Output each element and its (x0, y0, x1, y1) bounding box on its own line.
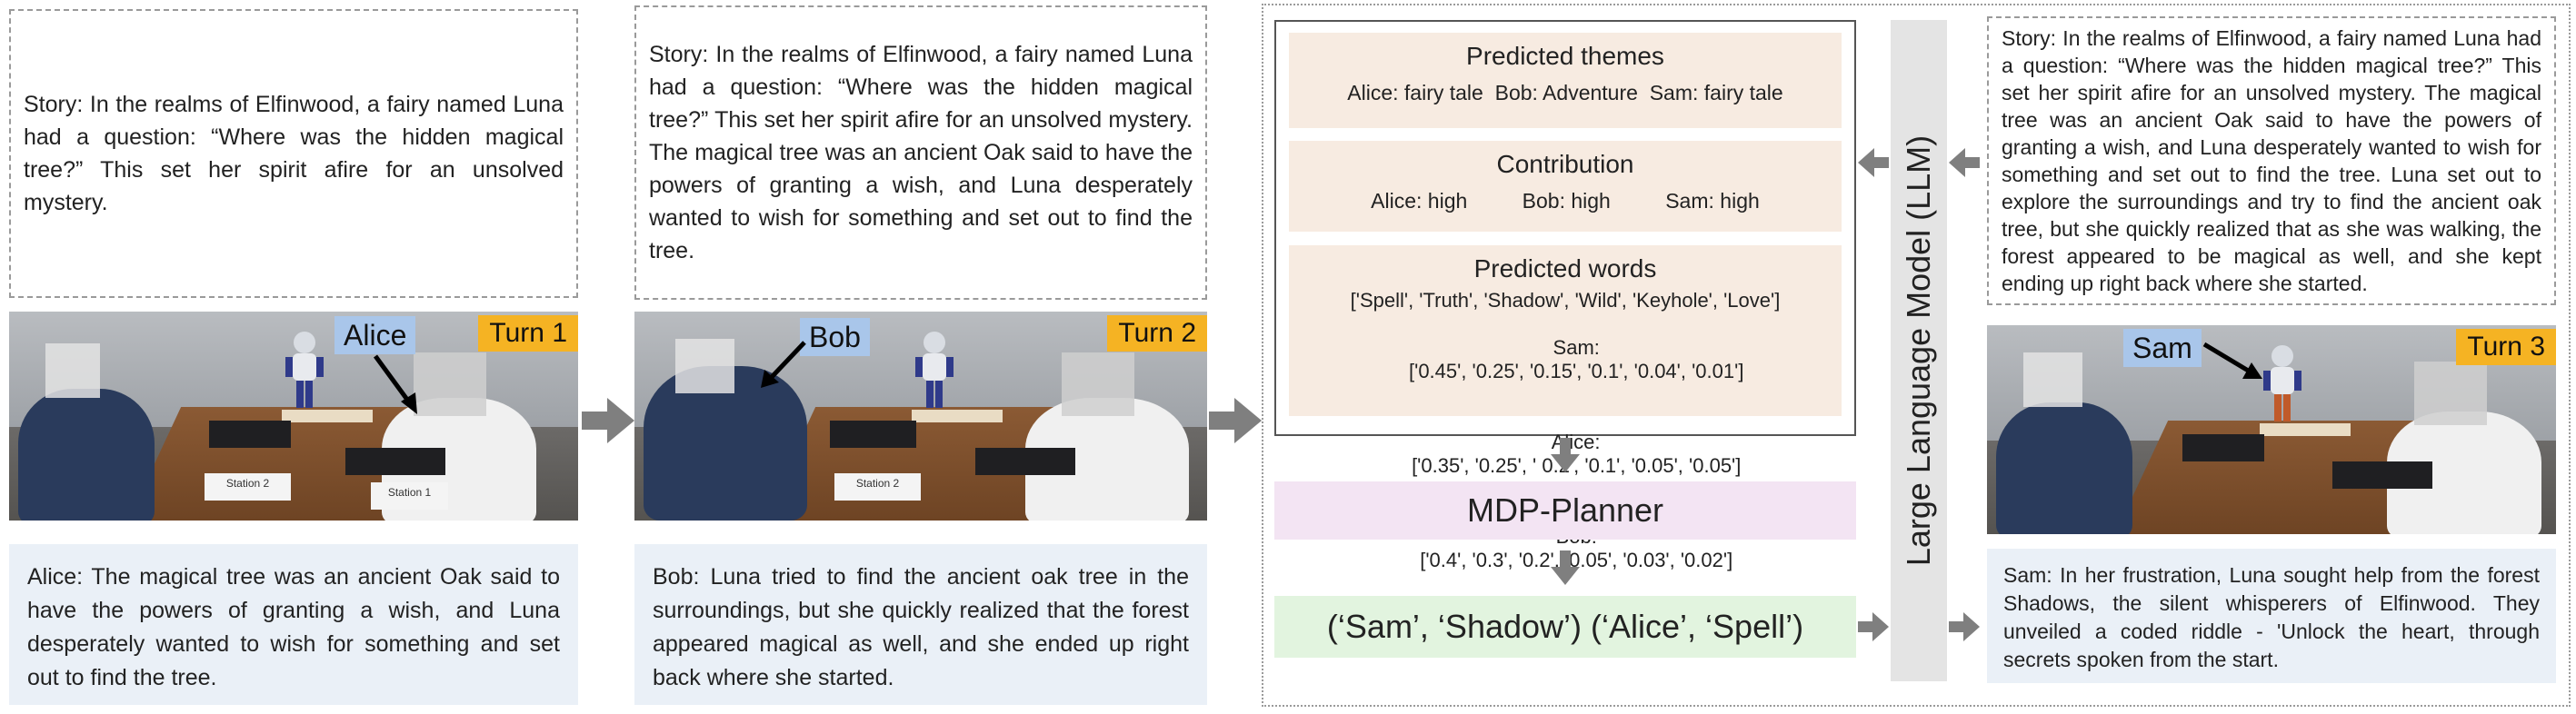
scene-photo-1: Station 2 Station 1 Alice Turn 1 (9, 312, 578, 521)
station-label: Station 2 (834, 473, 921, 501)
story-text-1: Story: In the realms of Elfinwood, a fai… (24, 92, 564, 215)
arrow-llm-to-panel (1858, 148, 1889, 177)
turn-badge: Turn 1 (478, 315, 578, 352)
arrow-llm-to-sam (1949, 612, 1980, 641)
contribution-panel: Contribution Alice: high Bob: high Sam: … (1289, 141, 1842, 232)
down-arrow-2 (1551, 550, 1580, 585)
arrow-story-to-llm (1949, 148, 1980, 177)
station-label: Station 1 (371, 482, 448, 510)
contribution-title: Contribution (1496, 150, 1634, 178)
pointer-arrow (373, 354, 417, 414)
arrow-to-llm (1858, 612, 1889, 641)
story-text-2: Story: In the realms of Elfinwood, a fai… (649, 42, 1193, 263)
face-blur (2023, 352, 2082, 407)
themes-title: Predicted themes (1466, 42, 1664, 70)
words-header: ['Spell', 'Truth', 'Shadow', 'Wild', 'Ke… (1350, 289, 1781, 312)
theme-sam: Sam: fairy tale (1649, 81, 1783, 104)
utterance-bob: Bob: Luna tried to find the ancient oak … (634, 544, 1207, 705)
prediction-frame (1274, 20, 1856, 436)
words-row-alice: Alice: ['0.35', '0.25', ' 0.2', '0.1', '… (1289, 407, 1842, 501)
llm-label: Large Language Model (LLM) (1900, 134, 1937, 567)
contribution-alice: Alice: high (1371, 189, 1468, 213)
contribution-sam: Sam: high (1665, 189, 1760, 213)
robot-icon (285, 332, 324, 408)
theme-alice: Alice: fairy tale (1347, 81, 1483, 104)
speaker-label: Alice (334, 316, 416, 354)
flow-arrow-1 (582, 398, 634, 443)
words-title: Predicted words (1473, 254, 1657, 283)
story-box-3: Story: In the realms of Elfinwood, a fai… (1987, 16, 2556, 305)
utterance-sam: Sam: In her frustration, Luna sought hel… (1987, 549, 2556, 683)
face-blur (414, 352, 486, 416)
theme-bob: Bob: Adventure (1494, 81, 1638, 104)
scene-photo-2: Station 2 Bob Turn 2 (634, 312, 1207, 521)
pointer-arrow (761, 341, 806, 388)
words-row-sam: Sam: ['0.45', '0.25', '0.15', '0.1', '0.… (1289, 312, 1842, 407)
down-arrow-1 (1551, 438, 1580, 472)
pointer-arrow (2202, 342, 2262, 379)
story-box-2: Story: In the realms of Elfinwood, a fai… (634, 5, 1207, 300)
flow-arrow-2 (1209, 398, 1262, 443)
llm-bar: Large Language Model (LLM) (1891, 20, 1947, 681)
themes-panel: Predicted themes Alice: fairy tale Bob: … (1289, 33, 1842, 128)
scene-photo-3: Sam Turn 3 (1987, 325, 2556, 534)
station-label: Station 2 (205, 473, 291, 501)
pipeline-frame (1262, 4, 2571, 707)
utterance-alice: Alice: The magical tree was an ancient O… (9, 544, 578, 705)
turn-badge: Turn 2 (1107, 315, 1207, 352)
row-values: ['0.45', '0.25', '0.15', '0.1', '0.04', … (1409, 360, 1744, 382)
speaker-label: Sam (2123, 329, 2202, 367)
contribution-bob: Bob: high (1522, 189, 1611, 213)
turn-badge: Turn 3 (2456, 329, 2556, 365)
plan-output-box: (‘Sam’, ‘Shadow’) (‘Alice’, ‘Spell’) (1274, 596, 1856, 658)
row-values: ['0.4', '0.3', '0.2', '0.05', '0.03', '0… (1420, 549, 1733, 571)
face-blur (675, 339, 734, 393)
row-label: Alice: (1551, 431, 1601, 453)
face-blur (2414, 362, 2487, 425)
mdp-planner-box: MDP-Planner (1274, 481, 1856, 540)
words-panel: Predicted words ['Spell', 'Truth', 'Shad… (1289, 245, 1842, 571)
speaker-label: Bob (800, 318, 870, 356)
robot-icon (2263, 345, 2301, 421)
robot-icon (915, 332, 954, 408)
plan-output-text: (‘Sam’, ‘Shadow’) (‘Alice’, ‘Spell’) (1326, 608, 1804, 645)
mdp-planner-label: MDP-Planner (1466, 491, 1664, 529)
row-label: Sam: (1553, 336, 1600, 359)
story-box-1: Story: In the realms of Elfinwood, a fai… (9, 9, 578, 298)
face-blur (1062, 352, 1134, 416)
face-blur (45, 343, 100, 398)
story-text-3: Story: In the realms of Elfinwood, a fai… (2002, 26, 2541, 295)
